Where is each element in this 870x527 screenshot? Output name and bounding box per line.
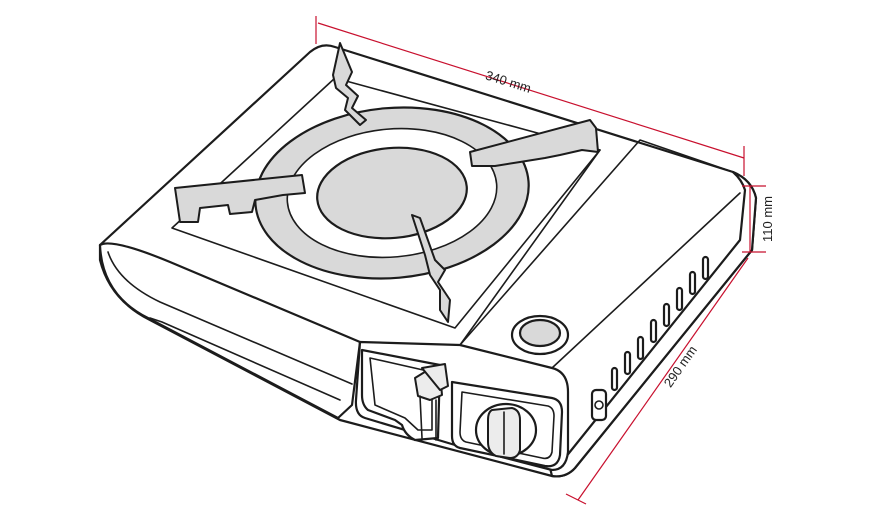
connector-port [594,400,604,410]
pot-support-bottom [411,214,451,323]
vent-slot-7 [688,270,697,296]
burner-inner-disc [316,146,468,240]
side-connector [590,388,608,422]
length-dimension-line [317,22,745,159]
height-label: 110 mm [760,196,775,242]
vent-slot-8 [701,255,710,281]
igniter-inner [518,318,562,348]
depth-dimension-line [577,257,749,501]
vent-slot-1 [610,366,619,392]
vent-slot-4 [649,318,658,344]
dimension-lines [315,16,766,505]
stove-front-face [98,242,362,420]
pot-supports [174,42,599,323]
front-panel-bottom [149,317,341,401]
igniter-button [510,314,570,356]
control-knob-panel [450,380,564,468]
vent-slot-6 [675,286,684,312]
vent-slot-5 [662,302,671,328]
connector-housing [590,388,608,422]
lever-cap [421,363,449,391]
cartridge-lever [360,348,449,442]
pot-support-top [332,42,367,126]
top-divider [459,149,601,346]
ventilation-slots [610,255,710,392]
lever-arm [419,395,437,441]
vent-slot-2 [623,350,632,376]
pot-support-right [469,119,599,167]
pot-support-left [174,174,306,223]
knob-panel-inner [459,391,555,460]
length-label: 340 mm [484,67,533,95]
vent-slot-3 [636,335,645,361]
burner [254,106,530,280]
front-panel-edge [107,251,353,385]
depth-extension-bottom [565,493,587,505]
